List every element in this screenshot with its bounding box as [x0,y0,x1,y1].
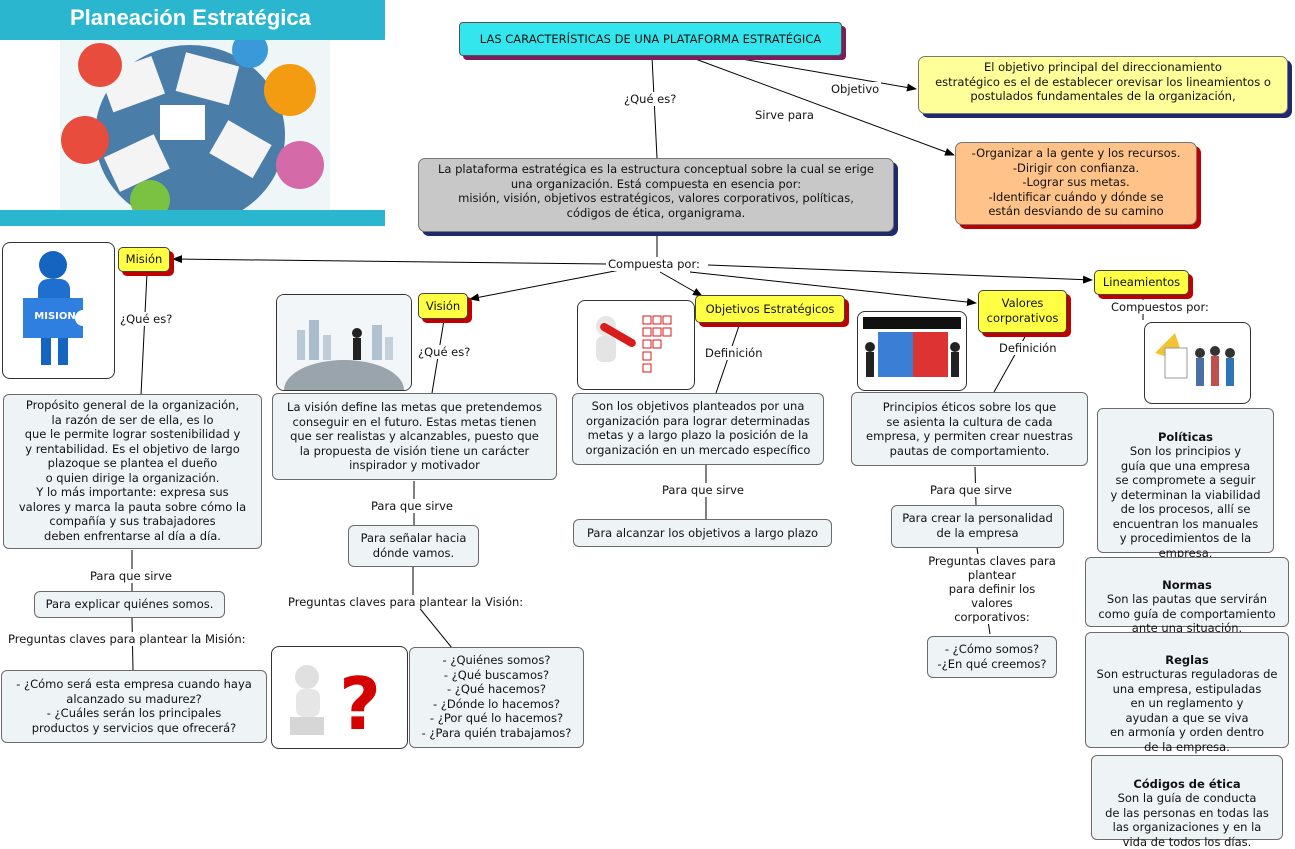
vision-purpose: Para señalar hacia dónde vamos. [348,525,479,567]
link-sirve-para: Sirve para [753,108,816,122]
teamwork-table-icon [60,40,330,210]
category-objetivos: Objetivos Estratégicos [695,295,845,323]
category-vision: Visión [418,293,468,319]
category-valores: Valores corporativos [978,290,1067,333]
link-objetivos-definicion: Definición [703,346,765,360]
page-title: Planeación Estratégica [70,5,311,30]
mision-purpose: Para explicar quiénes somos. [34,591,225,618]
objetivo-box: El objetivo principal del direccionamien… [918,56,1288,114]
link-preguntas-valores: Preguntas claves para plantear para defi… [921,554,1063,624]
header-bottom-bar [0,210,385,226]
link-mision-que-es: ¿Qué es? [118,312,175,326]
mision-questions: - ¿Cómo será esta empresa cuando haya al… [1,670,267,743]
category-mision: Misión [118,247,170,272]
link-mision-para-que-sirve: Para que sirve [88,569,175,583]
objetivos-definition: Son los objetivos planteados por una org… [572,393,824,465]
valores-image [857,311,967,391]
link-objetivo: Objetivo [829,82,882,96]
reglas-title: Reglas [1165,652,1209,667]
category-lineamientos: Lineamientos [1094,270,1189,295]
vision-image [276,294,412,391]
mision-definition: Propósito general de la organización, la… [3,394,262,549]
sirve-para-box: -Organizar a la gente y los recursos. -D… [955,142,1197,225]
question-image: ? [271,646,408,749]
normas-title: Normas [1162,577,1212,592]
valores-definition: Principios éticos sobre los que se asien… [851,392,1088,466]
valores-questions: - ¿Cómo somos? -¿En qué creemos? [927,636,1057,678]
link-valores-para-que-sirve: Para que sirve [928,483,1015,497]
svg-text:?: ? [339,662,381,746]
link-preguntas-mision: Preguntas claves para plantear la Misión… [6,632,248,646]
vision-definition: La visión define las metas que pretendem… [272,393,557,480]
svg-text:MISION: MISION [34,311,75,322]
link-vision-para-que-sirve: Para que sirve [369,499,456,513]
link-objetivos-para-que-sirve: Para que sirve [660,483,747,497]
objetivos-image [577,300,695,390]
codigos-text: Son la guía de conducta de las personas … [1105,791,1269,849]
header-bar [0,0,385,40]
politicas-text: Son los principios y guía que una empres… [1110,444,1261,560]
objetivos-purpose: Para alcanzar los objetivos a largo plaz… [573,519,832,547]
codigos-title: Códigos de ética [1133,776,1241,791]
definition-box: La plataforma estratégica es la estructu… [418,158,894,232]
vision-questions: - ¿Quiénes somos? - ¿Qué buscamos? - ¿Qu… [409,647,584,748]
link-valores-definicion: Definición [997,341,1059,355]
normas-text: Son las pautas que servirán como guía de… [1098,592,1276,635]
reglas-text: Son estructuras reguladoras de una empre… [1096,667,1278,754]
root-node: LAS CARACTERÍSTICAS DE UNA PLATAFORMA ES… [459,22,842,56]
politicas-title: Políticas [1157,429,1214,444]
link-vision-que-es: ¿Qué es? [416,345,473,359]
valores-purpose: Para crear la personalidad de la empresa [891,505,1064,548]
header-illustration [0,40,385,210]
mision-image: MISION [2,242,115,379]
lineamientos-image [1144,322,1251,404]
link-preguntas-vision: Preguntas claves para plantear la Visión… [286,595,526,609]
link-que-es: ¿Qué es? [622,92,679,106]
link-compuestos-por: Compuestos por: [1109,300,1211,314]
link-compuesta-por: Compuesta por: [606,257,702,271]
